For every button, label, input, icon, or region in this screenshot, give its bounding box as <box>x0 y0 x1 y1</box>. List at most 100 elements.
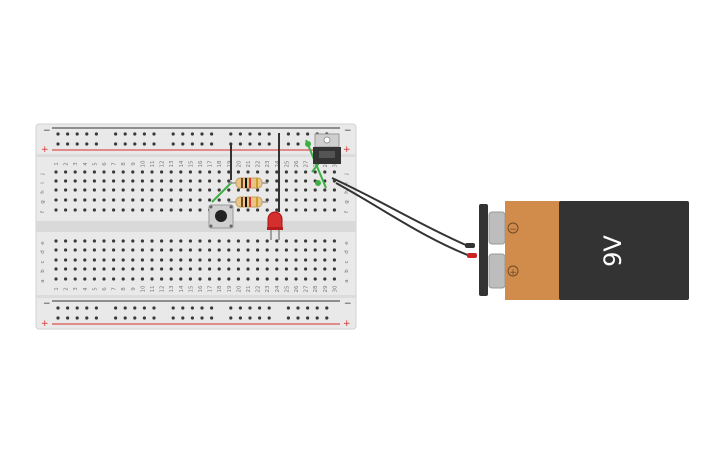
terminal-hole-b[interactable] <box>227 267 231 271</box>
terminal-hole-e[interactable] <box>227 239 231 243</box>
voltage-regulator[interactable] <box>313 133 341 164</box>
rail-hole[interactable] <box>306 316 310 320</box>
terminal-hole-h[interactable] <box>198 188 202 192</box>
terminal-hole-b[interactable] <box>179 267 183 271</box>
terminal-hole-f[interactable] <box>198 208 202 212</box>
terminal-hole-i[interactable] <box>160 179 164 183</box>
terminal-hole-c[interactable] <box>208 258 212 262</box>
terminal-hole-g[interactable] <box>102 198 106 202</box>
terminal-hole-h[interactable] <box>217 188 221 192</box>
terminal-hole-h[interactable] <box>284 188 288 192</box>
terminal-hole-h[interactable] <box>227 188 231 192</box>
rail-hole[interactable] <box>229 306 233 310</box>
terminal-hole-b[interactable] <box>256 267 260 271</box>
terminal-hole-h[interactable] <box>112 188 116 192</box>
terminal-hole-h[interactable] <box>169 188 173 192</box>
terminal-hole-e[interactable] <box>179 239 183 243</box>
terminal-hole-e[interactable] <box>198 239 202 243</box>
terminal-hole-d[interactable] <box>332 248 336 252</box>
terminal-hole-d[interactable] <box>256 248 260 252</box>
rail-hole[interactable] <box>85 142 89 146</box>
rail-hole[interactable] <box>123 132 127 136</box>
rail-hole[interactable] <box>200 316 204 320</box>
terminal-hole-i[interactable] <box>150 179 154 183</box>
terminal-hole-f[interactable] <box>160 208 164 212</box>
terminal-hole-c[interactable] <box>275 258 279 262</box>
terminal-hole-h[interactable] <box>275 188 279 192</box>
terminal-hole-f[interactable] <box>256 208 260 212</box>
rail-hole[interactable] <box>75 132 79 136</box>
terminal-hole-e[interactable] <box>64 239 68 243</box>
rail-hole[interactable] <box>210 316 214 320</box>
terminal-hole-g[interactable] <box>121 198 125 202</box>
terminal-hole-h[interactable] <box>150 188 154 192</box>
terminal-hole-c[interactable] <box>323 258 327 262</box>
rail-hole[interactable] <box>229 316 233 320</box>
battery-9v[interactable]: − + 9V <box>479 201 689 300</box>
terminal-hole-j[interactable] <box>236 170 240 174</box>
terminal-hole-j[interactable] <box>313 170 317 174</box>
terminal-hole-c[interactable] <box>160 258 164 262</box>
rail-hole[interactable] <box>94 132 98 136</box>
terminal-hole-i[interactable] <box>169 179 173 183</box>
terminal-hole-f[interactable] <box>179 208 183 212</box>
terminal-hole-d[interactable] <box>265 248 269 252</box>
terminal-hole-h[interactable] <box>102 188 106 192</box>
terminal-hole-f[interactable] <box>73 208 77 212</box>
terminal-hole-c[interactable] <box>131 258 135 262</box>
rail-hole[interactable] <box>152 142 156 146</box>
terminal-hole-i[interactable] <box>265 179 269 183</box>
rail-hole[interactable] <box>114 306 118 310</box>
terminal-hole-g[interactable] <box>332 198 336 202</box>
terminal-hole-f[interactable] <box>121 208 125 212</box>
terminal-hole-d[interactable] <box>284 248 288 252</box>
terminal-hole-a[interactable] <box>275 277 279 281</box>
rail-hole[interactable] <box>181 306 185 310</box>
terminal-hole-j[interactable] <box>150 170 154 174</box>
rail-hole[interactable] <box>123 316 127 320</box>
terminal-hole-g[interactable] <box>284 198 288 202</box>
terminal-hole-h[interactable] <box>236 188 240 192</box>
rail-hole[interactable] <box>210 306 214 310</box>
rail-hole[interactable] <box>171 306 175 310</box>
terminal-hole-c[interactable] <box>198 258 202 262</box>
terminal-hole-a[interactable] <box>64 277 68 281</box>
rail-hole[interactable] <box>325 306 329 310</box>
terminal-hole-b[interactable] <box>265 267 269 271</box>
rail-hole[interactable] <box>325 316 329 320</box>
terminal-hole-d[interactable] <box>54 248 58 252</box>
terminal-hole-b[interactable] <box>246 267 250 271</box>
rail-hole[interactable] <box>133 142 137 146</box>
terminal-hole-g[interactable] <box>313 198 317 202</box>
terminal-hole-f[interactable] <box>323 208 327 212</box>
terminal-hole-a[interactable] <box>169 277 173 281</box>
terminal-hole-a[interactable] <box>217 277 221 281</box>
terminal-hole-j[interactable] <box>284 170 288 174</box>
rail-hole[interactable] <box>286 132 290 136</box>
terminal-hole-g[interactable] <box>73 198 77 202</box>
rail-hole[interactable] <box>123 142 127 146</box>
terminal-hole-e[interactable] <box>112 239 116 243</box>
rail-hole[interactable] <box>114 316 118 320</box>
terminal-hole-i[interactable] <box>83 179 87 183</box>
terminal-hole-d[interactable] <box>294 248 298 252</box>
terminal-hole-h[interactable] <box>121 188 125 192</box>
rail-hole[interactable] <box>248 132 252 136</box>
terminal-hole-b[interactable] <box>198 267 202 271</box>
terminal-hole-h[interactable] <box>265 188 269 192</box>
pushbutton[interactable] <box>208 204 234 229</box>
terminal-hole-g[interactable] <box>323 198 327 202</box>
terminal-hole-d[interactable] <box>313 248 317 252</box>
terminal-hole-i[interactable] <box>284 179 288 183</box>
terminal-hole-e[interactable] <box>217 239 221 243</box>
rail-hole[interactable] <box>181 316 185 320</box>
rail-hole[interactable] <box>306 132 310 136</box>
terminal-hole-g[interactable] <box>140 198 144 202</box>
terminal-hole-j[interactable] <box>198 170 202 174</box>
terminal-hole-d[interactable] <box>246 248 250 252</box>
terminal-hole-f[interactable] <box>313 208 317 212</box>
rail-hole[interactable] <box>296 306 300 310</box>
terminal-hole-j[interactable] <box>160 170 164 174</box>
terminal-hole-j[interactable] <box>275 170 279 174</box>
